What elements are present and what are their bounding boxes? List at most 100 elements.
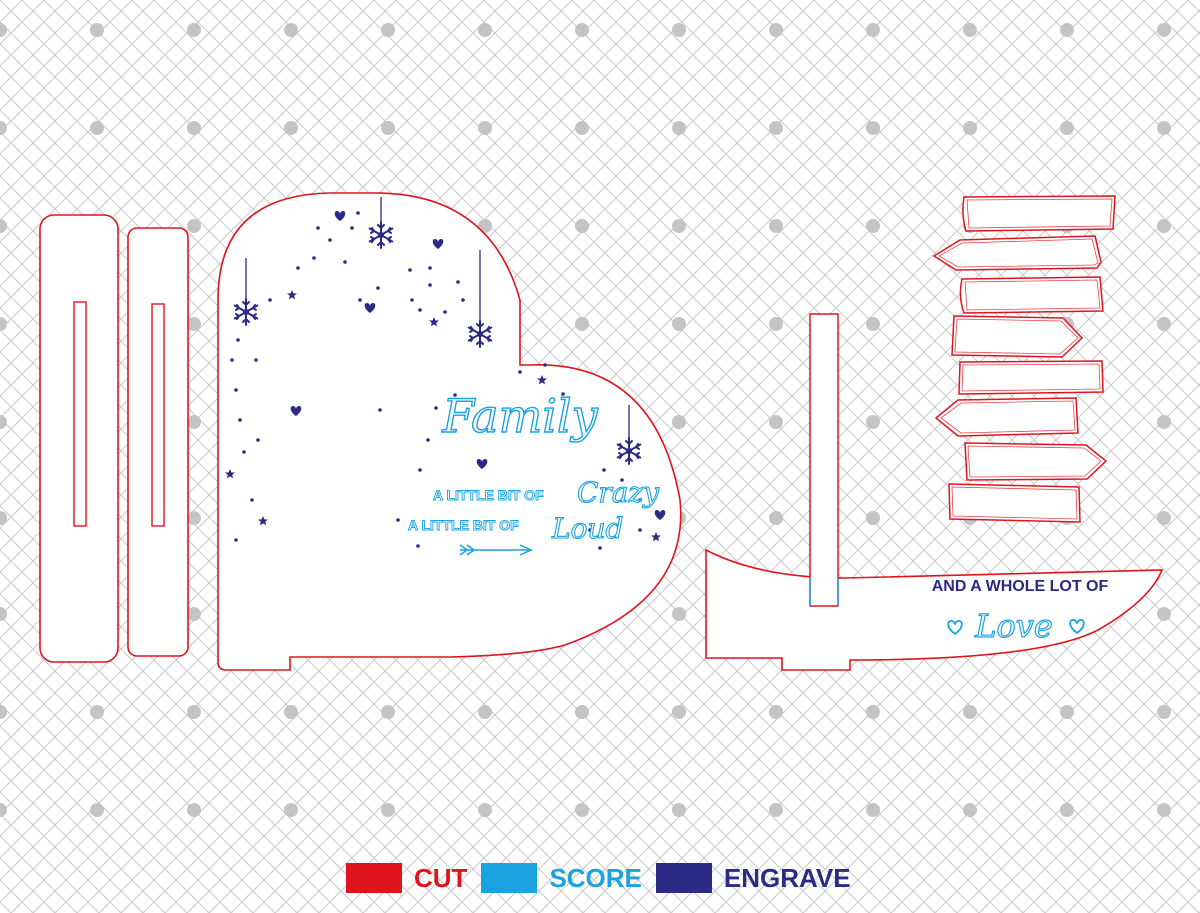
grid-dot (478, 23, 492, 37)
grid-dot (866, 415, 880, 429)
base-upright-slot (809, 313, 839, 607)
engrave-dot (453, 393, 457, 397)
grid-dot (0, 219, 7, 233)
engrave-dot (620, 478, 624, 482)
grid-dot (575, 23, 589, 37)
legend-item-score: SCORE (481, 863, 655, 894)
engrave-dot (350, 226, 354, 230)
grid-dot (575, 121, 589, 135)
engrave-dot (296, 266, 300, 270)
grid-dot (478, 803, 492, 817)
grid-dot (187, 511, 201, 525)
heart-line2-prefix: A LITTLE BIT OF (408, 517, 519, 533)
engrave-dot (254, 358, 258, 362)
grid-dot (284, 803, 298, 817)
grid-dot (0, 705, 7, 719)
grid-dot (866, 121, 880, 135)
grid-dot (1157, 705, 1171, 719)
grid-dot (672, 23, 686, 37)
engrave-dot (418, 308, 422, 312)
grid-dot (381, 803, 395, 817)
grid-dot (90, 705, 104, 719)
grid-dot (187, 705, 201, 719)
grid-dot (866, 219, 880, 233)
grid-dot (963, 23, 977, 37)
engrave-dot (588, 528, 592, 532)
sign-plank (964, 442, 1108, 481)
grid-dot (90, 803, 104, 817)
engrave-dot (316, 226, 320, 230)
engrave-dot (434, 406, 438, 410)
heart-line1-prefix: A LITTLE BIT OF (433, 487, 544, 503)
grid-dot (1157, 317, 1171, 331)
engrave-dot (428, 283, 432, 287)
engrave-dot (638, 498, 642, 502)
grid-dot (1157, 121, 1171, 135)
grid-dot (1060, 23, 1074, 37)
grid-dot (0, 607, 7, 621)
grid-dot (1060, 121, 1074, 135)
grid-dot (1060, 803, 1074, 817)
grid-dot (187, 415, 201, 429)
engrave-dot (358, 298, 362, 302)
upright-piece-left (39, 214, 119, 663)
grid-dot (1157, 415, 1171, 429)
engrave-dot (598, 546, 602, 550)
engrave-dot (268, 298, 272, 302)
engrave-dot (234, 388, 238, 392)
legend-item-engrave: ENGRAVE (655, 863, 865, 894)
grid-dot (0, 121, 7, 135)
heart-line1-word: Crazy (577, 476, 660, 509)
grid-dot (284, 23, 298, 37)
grid-dot (672, 415, 686, 429)
grid-dot (1060, 705, 1074, 719)
engrave-dot (376, 286, 380, 290)
grid-dot (769, 121, 783, 135)
sign-plank (959, 276, 1104, 314)
legend-label-cut: CUT (414, 862, 468, 893)
grid-dot (769, 23, 783, 37)
grid-dot (575, 317, 589, 331)
grid-dot (1157, 219, 1171, 233)
grid-dot (187, 219, 201, 233)
grid-dot (575, 705, 589, 719)
grid-dot (769, 415, 783, 429)
engrave-dot (356, 211, 360, 215)
legend-swatch-score (481, 863, 538, 893)
grid-dot (963, 705, 977, 719)
grid-dot (284, 121, 298, 135)
grid-dot (769, 317, 783, 331)
engrave-dot (312, 256, 316, 260)
base-word: Love (974, 607, 1053, 645)
arrow-icon (459, 544, 533, 556)
grid-dot (866, 705, 880, 719)
engrave-dot (236, 338, 240, 342)
sign-plank (951, 315, 1084, 358)
engrave-dot (456, 280, 460, 284)
grid-dot (672, 121, 686, 135)
engrave-dot (328, 238, 332, 242)
engrave-dot (428, 266, 432, 270)
grid-dot (478, 705, 492, 719)
heart-title: Family (441, 389, 598, 443)
grid-dot (187, 607, 201, 621)
engrave-dot (410, 298, 414, 302)
hanging-strings (245, 197, 630, 438)
engrave-dots (230, 211, 642, 550)
engrave-dot (242, 450, 246, 454)
grid-dot (0, 803, 7, 817)
grid-dot (672, 607, 686, 621)
engrave-dot (561, 392, 565, 396)
engrave-dot (396, 518, 400, 522)
grid-dot (381, 705, 395, 719)
grid-dot (187, 121, 201, 135)
grid-dot (381, 23, 395, 37)
grid-dot (187, 803, 201, 817)
grid-dot (575, 219, 589, 233)
engrave-dot (602, 468, 606, 472)
grid-dot (187, 317, 201, 331)
grid-dot (0, 511, 7, 525)
legend-label-score: SCORE (549, 862, 642, 893)
grid-dot (672, 219, 686, 233)
